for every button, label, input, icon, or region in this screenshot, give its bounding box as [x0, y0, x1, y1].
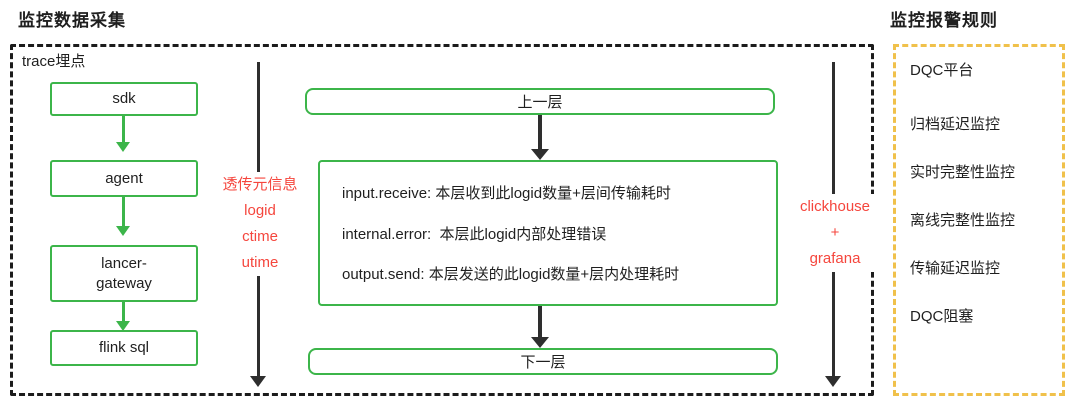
pipeline-connector-arrow	[122, 302, 125, 321]
pipeline-node-lancer-gateway: lancer- gateway	[50, 245, 198, 302]
pipeline-connector-arrow	[122, 116, 125, 142]
alarm-section-title: 监控报警规则	[890, 11, 998, 30]
alarm-item-archive-delay: 归档延迟监控	[910, 116, 1001, 133]
arrow-down-icon	[531, 149, 549, 160]
arrow-down-icon	[250, 376, 266, 387]
pipeline-node-sdk: sdk	[50, 82, 198, 116]
trace-panel-label: trace埋点	[22, 53, 86, 70]
alarm-item-dqc-platform: DQC平台	[910, 62, 974, 79]
lower-layer-box: 下一层	[308, 348, 778, 375]
alarm-item-transfer-delay: 传输延迟监控	[910, 260, 1001, 277]
alarm-item-offline-integrity: 离线完整性监控	[910, 212, 1016, 229]
logid-metrics-box: input.receive: 本层收到此logid数量+层间传输耗时 inter…	[318, 160, 778, 306]
pipeline-node-agent: agent	[50, 160, 198, 197]
alarm-item-dqc-block: DQC阻塞	[910, 308, 974, 325]
metric-output-send: output.send: 本层发送的此logid数量+层内处理耗时	[342, 266, 680, 284]
arrow-down-icon	[116, 321, 130, 331]
arrow-down-icon	[116, 142, 130, 152]
arrow-down-icon	[825, 376, 841, 387]
arrow-down-icon	[116, 226, 130, 236]
pipeline-connector-arrow	[122, 197, 125, 226]
layer-flow-arrow	[538, 306, 542, 337]
metric-internal-error: internal.error: 本层此logid内部处理错误	[342, 225, 607, 243]
clickhouse-grafana-annotation: clickhouse + grafana	[787, 194, 883, 272]
alarm-rules-panel: DQC平台 归档延迟监控 实时完整性监控 离线完整性监控 传输延迟监控 DQC阻…	[893, 44, 1065, 396]
collection-section-title: 监控数据采集	[18, 11, 126, 30]
pipeline-node-flink-sql: flink sql	[50, 330, 198, 366]
layer-flow-arrow	[538, 115, 542, 149]
alarm-item-realtime-integrity: 实时完整性监控	[910, 164, 1016, 181]
metadata-annotation: 透传元信息 logid ctime utime	[212, 172, 308, 276]
metric-input-receive: input.receive: 本层收到此logid数量+层间传输耗时	[342, 184, 671, 202]
upper-layer-box: 上一层	[305, 88, 775, 115]
arrow-down-icon	[531, 337, 549, 348]
